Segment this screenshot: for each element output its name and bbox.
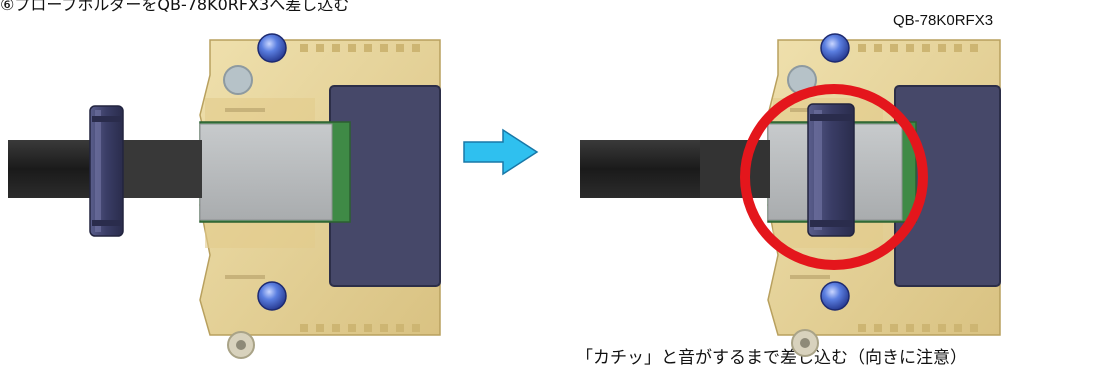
model-label: QB-78K0RFX3 bbox=[893, 12, 994, 29]
screw-icon bbox=[257, 33, 287, 63]
metal-shield bbox=[199, 123, 333, 221]
insertion-caption: 「カチッ」と音がするまで差し込む（向きに注意） bbox=[576, 348, 967, 368]
right-arrow-icon bbox=[463, 128, 539, 176]
step-title: ⑥プローブホルダーをQB-78K0RFX3へ差し込む bbox=[0, 0, 350, 14]
screw-icon bbox=[820, 281, 850, 311]
after-insertion-view bbox=[580, 33, 1001, 357]
probe-holder bbox=[89, 105, 124, 237]
before-insertion-view bbox=[8, 33, 441, 359]
screw-icon bbox=[820, 33, 850, 63]
probe-holder bbox=[807, 103, 855, 237]
red-circle-highlight bbox=[740, 84, 928, 270]
flat-cable bbox=[580, 140, 700, 198]
screw-icon bbox=[257, 281, 287, 311]
mount-hole-icon bbox=[223, 65, 253, 95]
